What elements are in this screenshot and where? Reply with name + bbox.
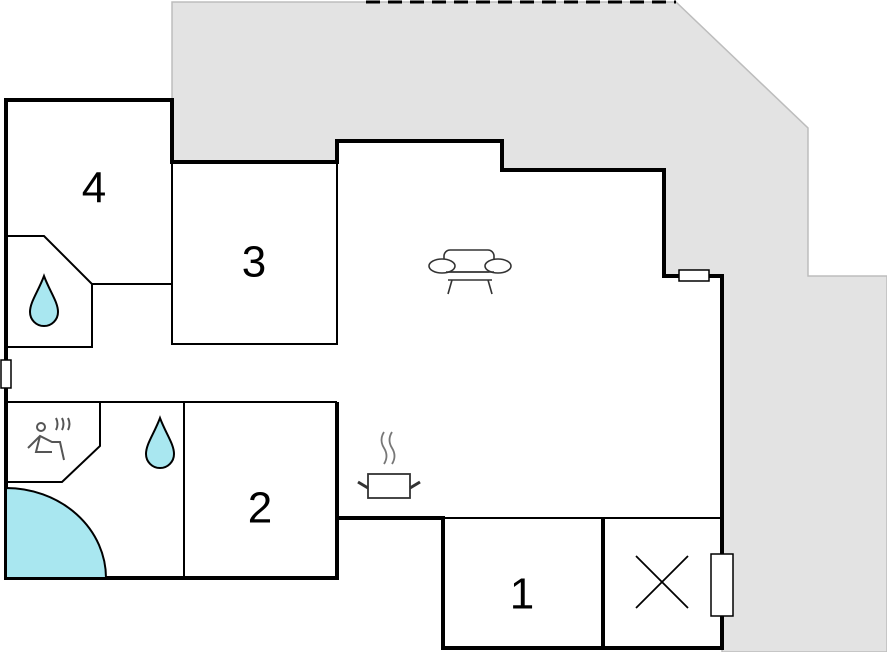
- room-number-4: 4: [82, 164, 106, 213]
- room-number-2: 2: [248, 484, 272, 533]
- terrace-area: [171, 1, 887, 652]
- empty-room-x-icon: [635, 555, 689, 609]
- room-number-1: 1: [510, 570, 534, 619]
- door-icon: [710, 553, 734, 617]
- sauna-icon: [27, 417, 71, 461]
- sofa-icon: [428, 249, 512, 295]
- water-drop-icon: [28, 273, 60, 327]
- room-number-3: 3: [242, 238, 266, 287]
- sauna-cabin: [5, 401, 101, 483]
- outer-wall: [4, 98, 724, 650]
- window-icon: [0, 359, 12, 389]
- cooking-pot-icon: [357, 431, 421, 499]
- window-icon: [678, 269, 710, 282]
- room-3-wall: [171, 162, 338, 345]
- hot-tub-icon: [5, 486, 108, 579]
- bathroom-4-wall: [5, 235, 93, 348]
- water-drop-icon: [144, 415, 176, 469]
